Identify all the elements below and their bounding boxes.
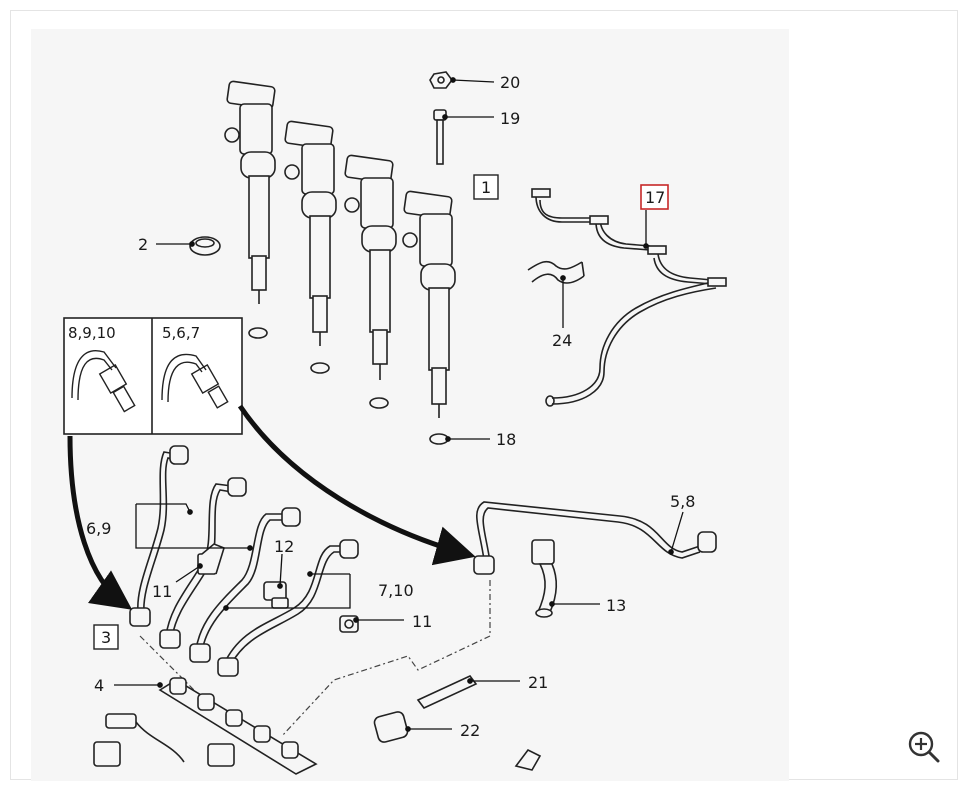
callout-11-upper: 11 — [152, 582, 172, 601]
callout-12: 12 — [274, 537, 294, 556]
callout-13: 13 — [606, 596, 626, 615]
nut-part-20[interactable] — [429, 71, 453, 89]
callout-17: 17 — [645, 188, 665, 207]
inset-left-fitting — [71, 350, 136, 413]
inset-label-right: 5,6,7 — [162, 324, 200, 342]
injector-1[interactable] — [224, 80, 276, 339]
callout-19: 19 — [500, 109, 520, 128]
callout-24: 24 — [552, 331, 572, 350]
sleeve-part-22[interactable] — [373, 711, 409, 744]
injector-3[interactable] — [344, 154, 397, 409]
return-line-part-17[interactable] — [531, 188, 727, 407]
callout-22: 22 — [460, 721, 480, 740]
reference-arrows — [67, 404, 476, 610]
clamp-part-11-upper[interactable] — [197, 543, 225, 575]
reference-lines — [139, 580, 491, 737]
pipe-fittings[interactable] — [129, 445, 359, 677]
callout-3: 3 — [101, 628, 111, 647]
callout-2: 2 — [138, 235, 148, 254]
callout-4: 4 — [94, 676, 104, 695]
fuel-injection-diagram: 20 19 1 17 2 24 18 8,9,10 5,6,7 5,8 13 6… — [63, 71, 727, 775]
pin-part-21[interactable] — [416, 675, 478, 709]
fuel-rail-part-4[interactable] — [93, 677, 318, 775]
inset-label-left: 8,9,10 — [68, 324, 116, 342]
callout-7-10: 7,10 — [378, 581, 414, 600]
reference-box-1 — [473, 174, 499, 200]
inset-detail-box — [63, 317, 243, 435]
callout-11-lower: 11 — [412, 612, 432, 631]
callout-5-8: 5,8 — [670, 492, 695, 511]
injector-2[interactable] — [284, 120, 337, 374]
callout-6-9: 6,9 — [86, 519, 111, 538]
callout-21: 21 — [528, 673, 548, 692]
leader-lines — [114, 77, 684, 732]
clamp-part-12[interactable] — [263, 581, 289, 609]
callout-1: 1 — [481, 178, 491, 197]
high-pressure-pipe-part-5-8[interactable] — [473, 501, 717, 575]
bottom-spacer — [0, 790, 960, 809]
diagram-frame — [10, 10, 958, 781]
reference-box-3 — [93, 624, 119, 650]
callout-18: 18 — [496, 430, 516, 449]
highlight-box-17[interactable] — [640, 184, 669, 210]
injector-4[interactable] — [402, 190, 456, 445]
seal-ring-part-2[interactable] — [189, 236, 221, 256]
zoom-in-icon[interactable] — [904, 727, 944, 767]
callout-20: 20 — [500, 73, 520, 92]
clip-part-24[interactable] — [527, 260, 585, 284]
inset-right-fitting — [161, 353, 229, 409]
pressure-sensor-part-13[interactable] — [531, 539, 558, 618]
fitting-bottom-right[interactable] — [514, 748, 542, 771]
